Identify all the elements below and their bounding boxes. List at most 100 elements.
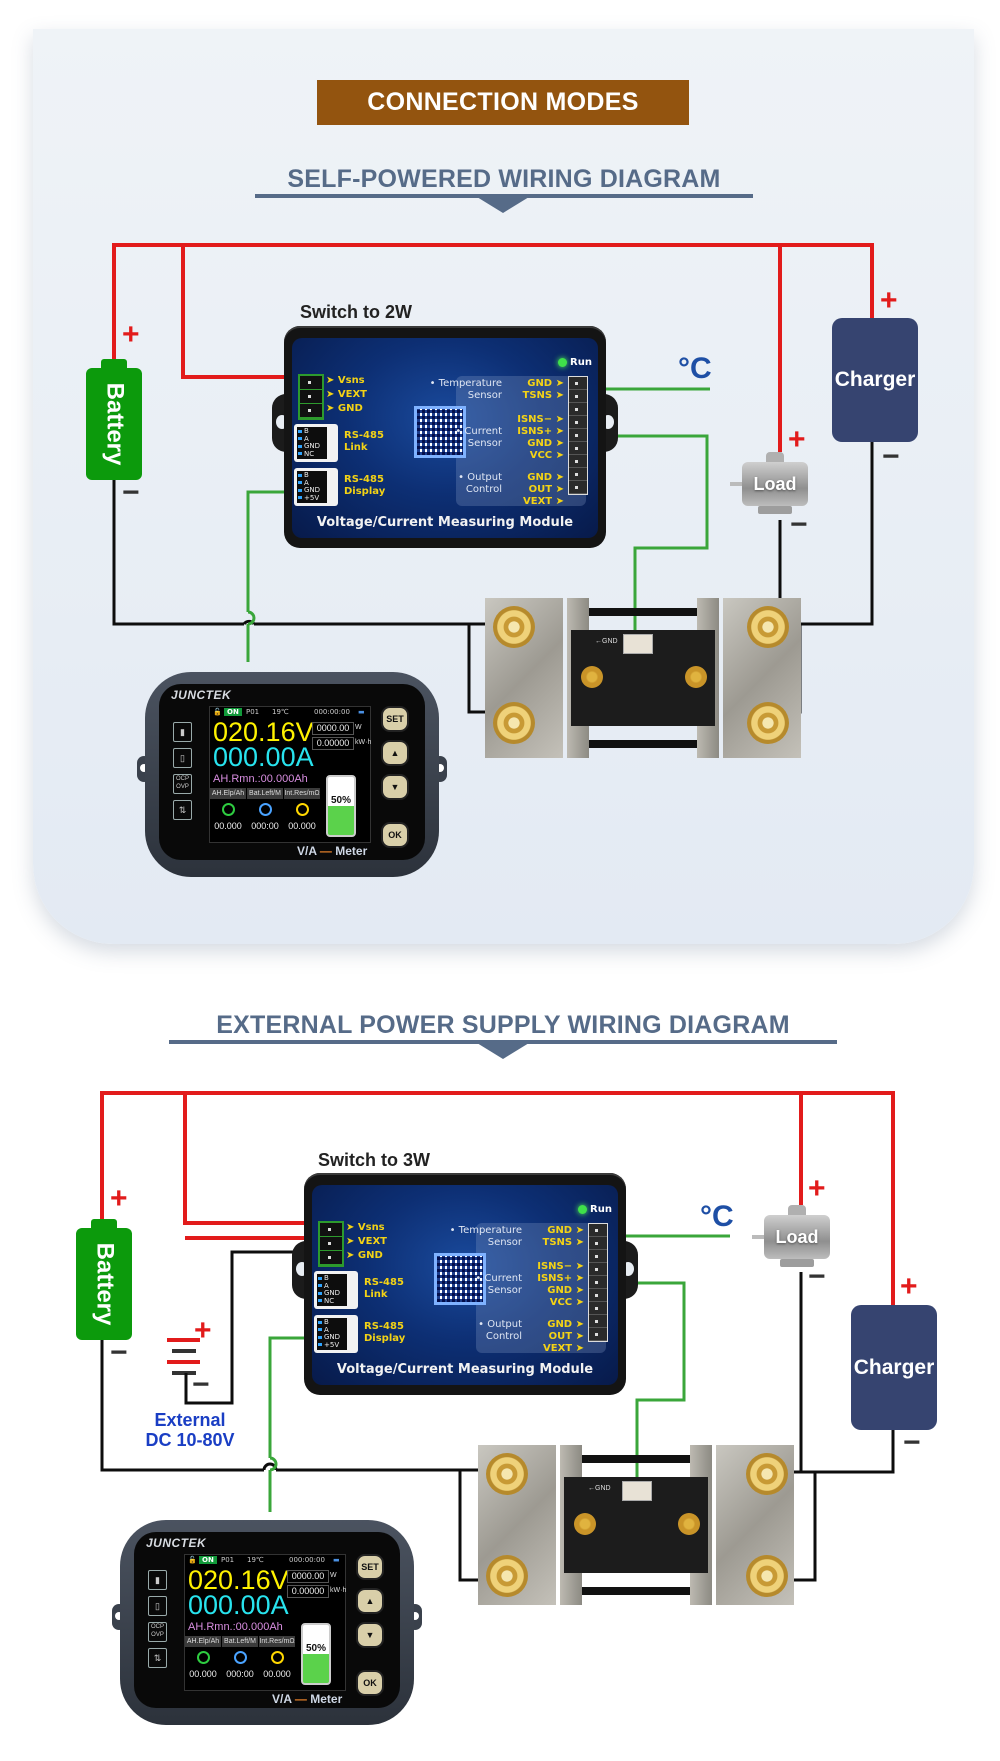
temperature-readout: 19℃ bbox=[272, 708, 289, 716]
battery-mode-icon[interactable]: ▮ bbox=[173, 722, 192, 742]
banner-title: CONNECTION MODES bbox=[367, 88, 639, 116]
battery-label: Battery bbox=[101, 382, 129, 466]
wire-battery-positive bbox=[100, 1091, 895, 1305]
heading-arrow-icon bbox=[477, 197, 529, 213]
phone-icon[interactable]: ▯ bbox=[173, 748, 192, 768]
shunt-bolt[interactable] bbox=[486, 1555, 528, 1597]
charger-label: Charger bbox=[834, 368, 916, 391]
shunt-gnd-label: ←GND bbox=[595, 638, 618, 645]
shunt-bolt[interactable] bbox=[747, 702, 789, 744]
qr-code bbox=[414, 406, 466, 458]
ocp-ovp-icon[interactable]: OCP OVP bbox=[148, 1622, 167, 1642]
va-meter-display: JUNCTEK ▮ ▯ OCP OVP ⇅ 🔓 ON P01 19℃ 000:0… bbox=[112, 1510, 422, 1735]
group-current-pins: ISNS− ➤ISNS+ ➤GND ➤VCC ➤ bbox=[537, 1261, 584, 1308]
power-terminal-block bbox=[318, 1221, 344, 1267]
load-plus-sign: + bbox=[788, 423, 806, 456]
shunt-gnd-label: ←GND bbox=[588, 1485, 611, 1492]
wire-crossover bbox=[242, 619, 256, 626]
load-motor: Load bbox=[730, 452, 814, 514]
shunt-bolt[interactable] bbox=[493, 702, 535, 744]
up-button[interactable]: ▲ bbox=[381, 740, 409, 766]
shunt-bolt[interactable] bbox=[746, 1453, 788, 1495]
program-label: P01 bbox=[221, 1556, 235, 1564]
battery-mode-icon[interactable]: ▮ bbox=[148, 1570, 167, 1590]
table-value: 00.000 bbox=[189, 1669, 217, 1679]
meter-screen: 🔓 ON P01 19℃ 000:00:00 ▬ 020.16V 000.00A… bbox=[184, 1554, 346, 1691]
charge-icon bbox=[197, 1651, 210, 1664]
charger-minus-sign: − bbox=[903, 1426, 921, 1459]
battery: Battery bbox=[86, 359, 142, 480]
direction-icon[interactable]: ⇅ bbox=[173, 800, 192, 820]
clock-icon bbox=[259, 803, 272, 816]
direction-icon[interactable]: ⇅ bbox=[148, 1648, 167, 1668]
section-heading-self-powered: SELF-POWERED WIRING DIAGRAM bbox=[287, 165, 721, 193]
terminal-vsns: ➤ Vsns bbox=[326, 375, 365, 386]
shunt-connector bbox=[623, 634, 653, 654]
down-button[interactable]: ▼ bbox=[381, 774, 409, 800]
current-shunt: ←GND bbox=[485, 598, 801, 758]
shunt-bolt[interactable] bbox=[746, 1555, 788, 1597]
table-header: Int.Res/mΩ bbox=[259, 1636, 295, 1647]
diagram1-signal-wires bbox=[246, 387, 710, 662]
load-plus-sign: + bbox=[808, 1172, 826, 1205]
temperature-symbol: °C bbox=[678, 352, 712, 385]
shunt-bolt[interactable] bbox=[493, 606, 535, 648]
load-minus-sign: − bbox=[808, 1260, 826, 1293]
load-motor: Load bbox=[752, 1205, 836, 1267]
ext-minus-sign: − bbox=[192, 1368, 210, 1401]
shunt-bolt[interactable] bbox=[486, 1453, 528, 1495]
wire-battery-negative bbox=[100, 1340, 264, 1472]
charger-plus-sign: + bbox=[880, 284, 898, 317]
wire-load-negative bbox=[775, 1272, 803, 1474]
wire-vsns bbox=[181, 245, 296, 379]
ok-button[interactable]: OK bbox=[356, 1670, 384, 1696]
shunt-bolt[interactable] bbox=[747, 606, 789, 648]
up-button[interactable]: ▲ bbox=[356, 1588, 384, 1614]
ok-button[interactable]: OK bbox=[381, 822, 409, 848]
run-led-icon bbox=[558, 358, 567, 367]
battery-terminal bbox=[101, 359, 127, 370]
wire-battery-negative bbox=[112, 480, 244, 626]
status-on-badge: ON bbox=[199, 1556, 217, 1564]
group-current-pins: ISNS− ➤ISNS+ ➤GND ➤VCC ➤ bbox=[517, 414, 564, 461]
battery-terminal bbox=[91, 1219, 117, 1230]
table-value: 00.000 bbox=[214, 821, 242, 831]
battery-percent: 50% bbox=[330, 795, 351, 806]
ocp-ovp-icon[interactable]: OCP OVP bbox=[173, 774, 192, 794]
wire-vsns bbox=[183, 1093, 318, 1225]
connection-modes-banner: CONNECTION MODES bbox=[317, 80, 689, 125]
diagram2-positive-wires bbox=[100, 1091, 895, 1305]
run-led-icon bbox=[578, 1205, 587, 1214]
power-unit: W bbox=[355, 724, 362, 731]
clock-icon bbox=[234, 1651, 247, 1664]
sensor-connector bbox=[588, 1223, 608, 1342]
sensor-connector bbox=[568, 376, 588, 495]
power-unit: W bbox=[330, 1572, 337, 1579]
battery-label: Battery bbox=[91, 1242, 119, 1326]
set-button[interactable]: SET bbox=[356, 1554, 384, 1580]
battery-minus-sign: − bbox=[110, 1336, 128, 1369]
wire-battery-positive bbox=[112, 243, 874, 362]
terminal-vext: ➤ VEXT bbox=[326, 389, 367, 400]
wire-current-sense bbox=[600, 434, 709, 640]
wire-rs485-display bbox=[246, 490, 296, 612]
program-label: P01 bbox=[246, 708, 260, 716]
voltage-readout: 020.16V bbox=[213, 717, 314, 747]
meter-screen: 🔓 ON P01 19℃ 000:00:00 ▬ 020.16V 000.00A… bbox=[209, 706, 371, 843]
set-button[interactable]: SET bbox=[381, 706, 409, 732]
diagram2-signal-wires bbox=[268, 1234, 730, 1512]
charger: Charger bbox=[832, 318, 918, 442]
model-label: V/A — Meter bbox=[272, 1692, 343, 1706]
run-label: Run bbox=[570, 357, 592, 368]
ah-remaining: AH.Rmn.:00.000Ah bbox=[213, 773, 308, 785]
ext-plus-sign: + bbox=[194, 1314, 212, 1347]
down-button[interactable]: ▼ bbox=[356, 1622, 384, 1648]
phone-icon[interactable]: ▯ bbox=[148, 1596, 167, 1616]
battery-level-gauge: 50% bbox=[301, 1623, 331, 1685]
stats-table: AH.Elp/Ah Bat.Left/M Int.Res/mΩ 00.000 0… bbox=[185, 1636, 295, 1688]
